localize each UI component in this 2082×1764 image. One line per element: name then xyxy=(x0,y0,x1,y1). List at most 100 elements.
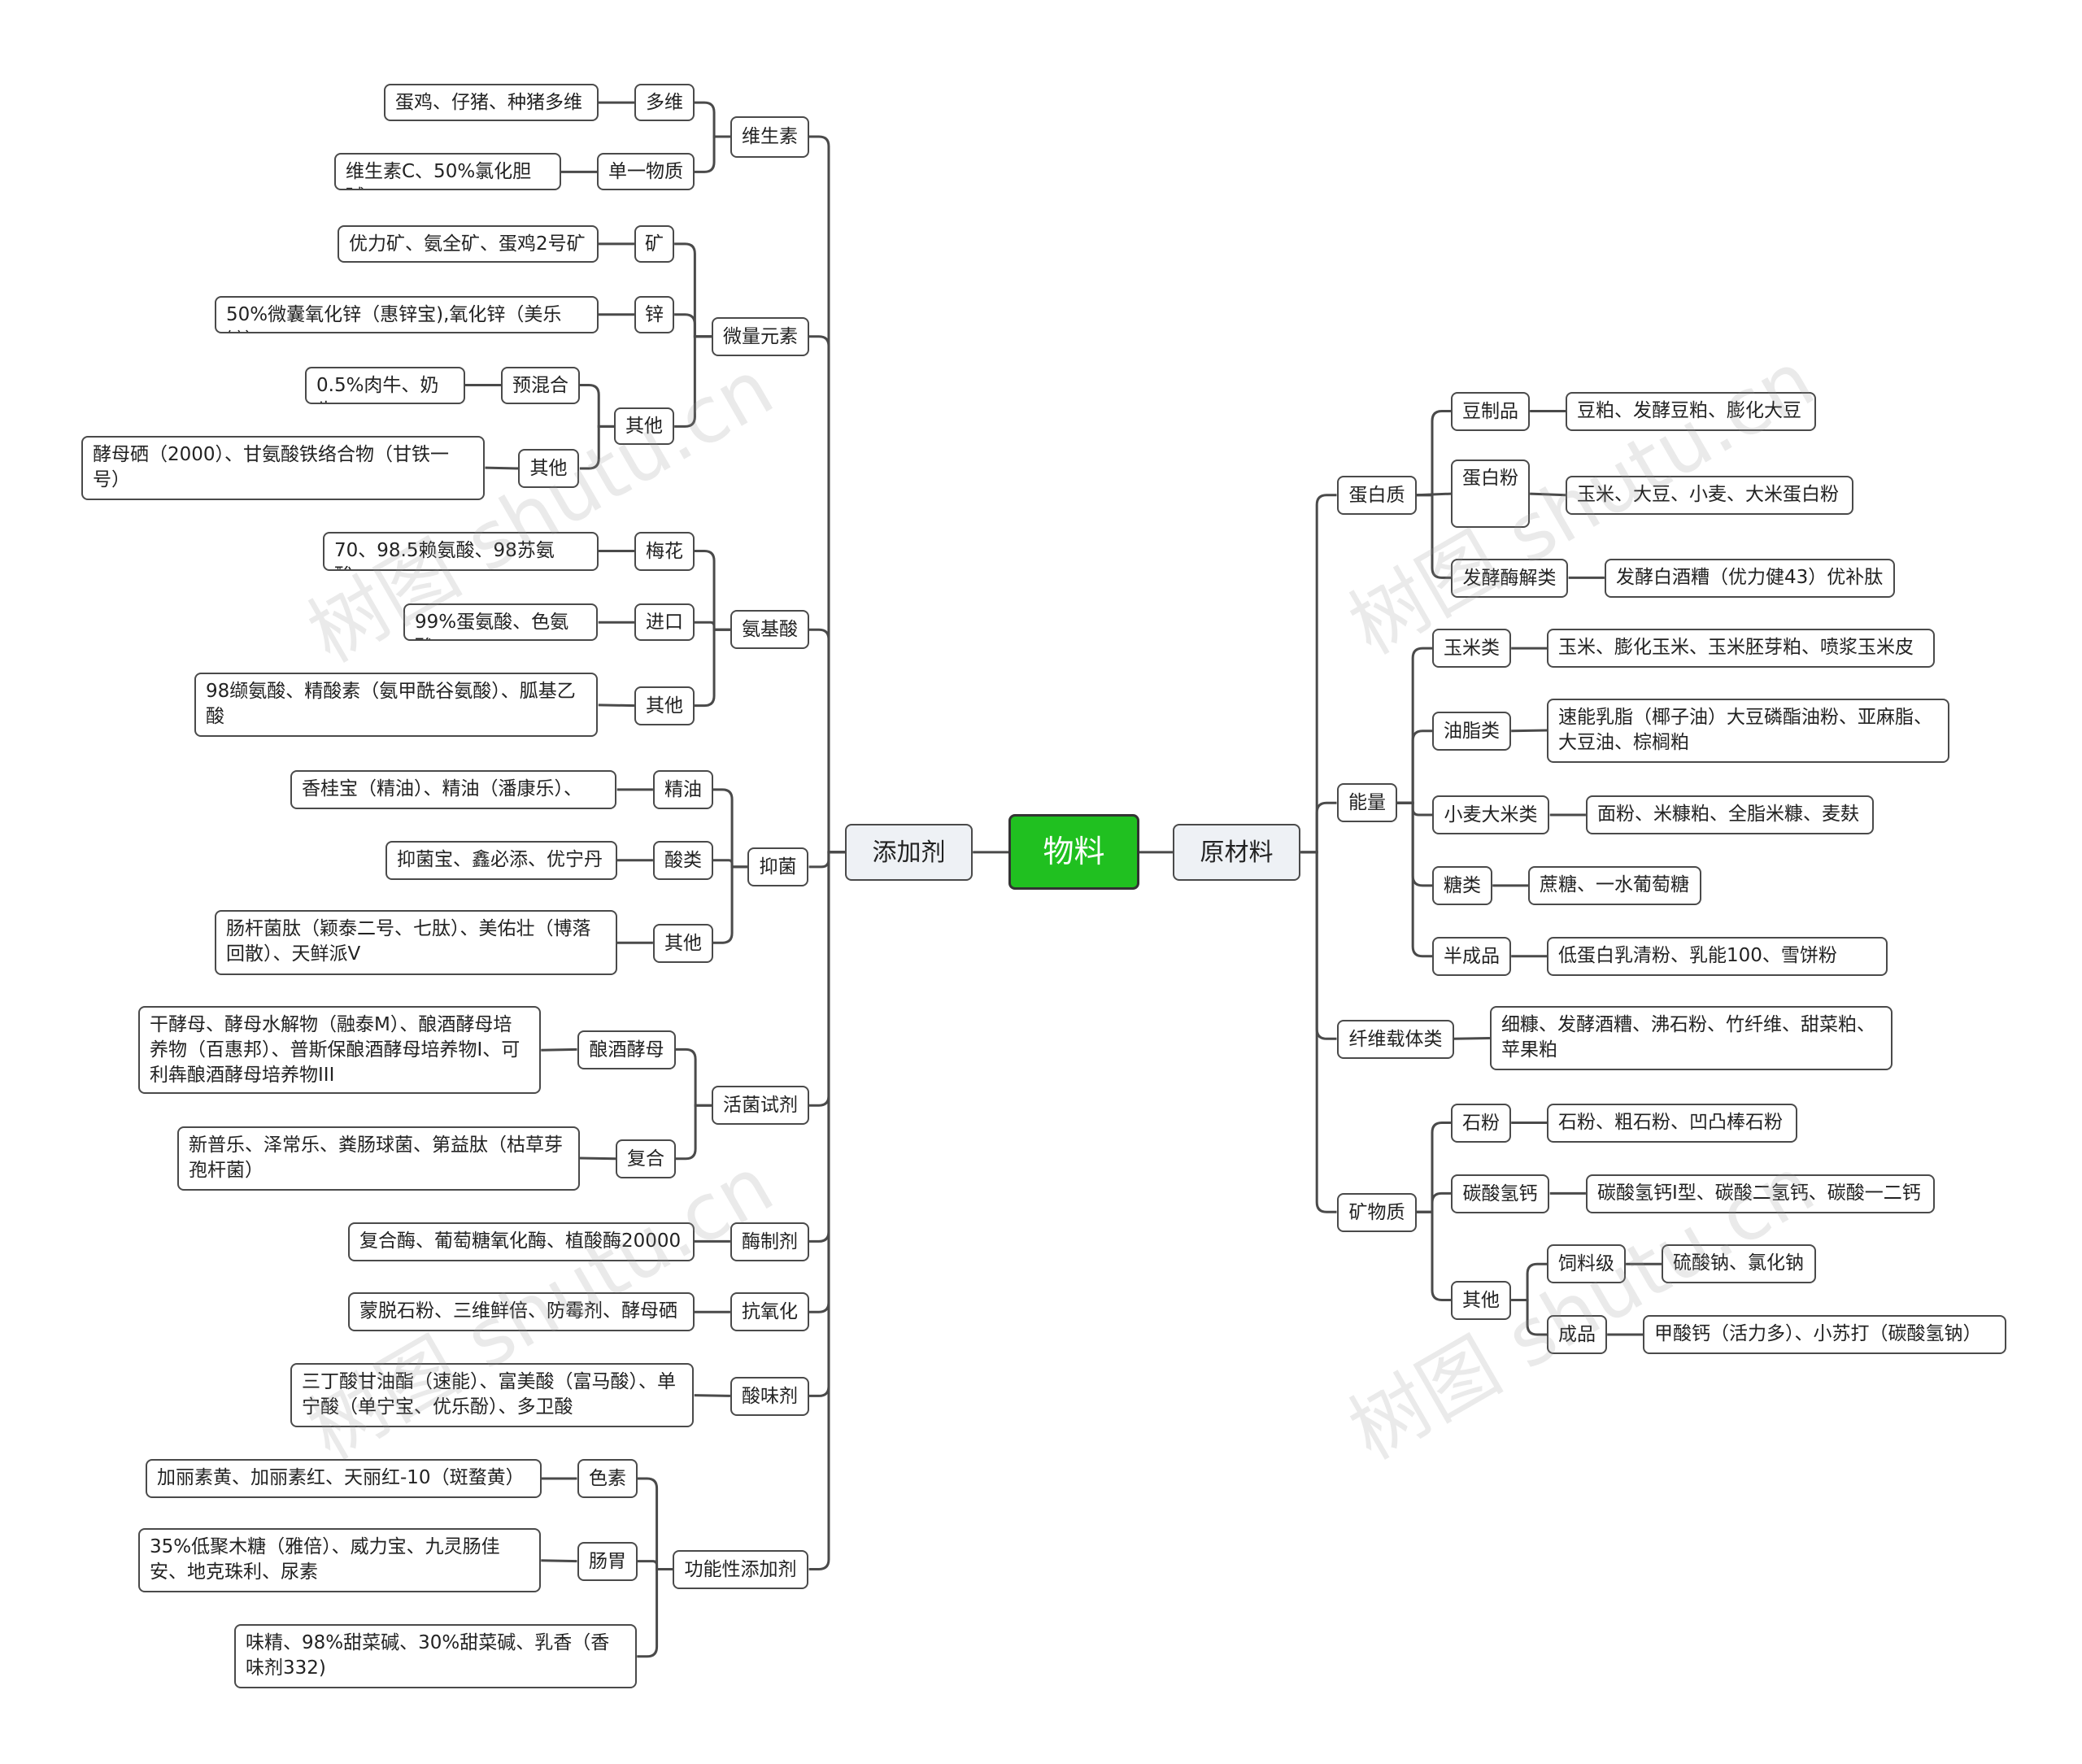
leaf-corn[interactable]: 玉米、膨化玉米、玉米胚芽粕、喷浆玉米皮 xyxy=(1547,629,1935,668)
node-feed-grade[interactable]: 饲料级 xyxy=(1547,1244,1626,1283)
connector xyxy=(1396,801,1433,958)
branch-additives[interactable]: 添加剂 xyxy=(845,824,973,881)
node-vitamins[interactable]: 维生素 xyxy=(730,116,809,158)
connector xyxy=(675,1104,712,1161)
node-multivitamin[interactable]: 多维 xyxy=(634,84,695,121)
leaf-soy-products[interactable]: 豆粕、发酵豆粕、膨化大豆 xyxy=(1566,392,1816,431)
connector xyxy=(712,859,748,869)
node-amino-other[interactable]: 其他 xyxy=(634,686,695,725)
node-energy[interactable]: 能量 xyxy=(1337,783,1397,822)
leaf-antioxidant[interactable]: 蒙脱石粉、三维鲜倍、防霉剂、酵母硒 xyxy=(348,1292,695,1331)
leaf-semi-finished[interactable]: 低蛋白乳清粉、乳能100、雪饼粉 xyxy=(1547,937,1888,976)
node-minerals[interactable]: 矿物质 xyxy=(1337,1193,1417,1232)
node-premix[interactable]: 预混合 xyxy=(501,367,580,404)
node-yeast[interactable]: 酿酒酵母 xyxy=(577,1030,676,1069)
node-corn[interactable]: 玉米类 xyxy=(1432,629,1511,668)
branch-raw-materials[interactable]: 原材料 xyxy=(1173,824,1300,881)
leaf-antibacterial-other[interactable]: 肠杆菌肽（颖泰二号、七肽）、美佑壮（博落回散）、天鲜派V xyxy=(215,910,617,975)
connector xyxy=(808,851,845,1397)
leaf-sugars[interactable]: 蔗糖、一水葡萄糖 xyxy=(1528,866,1701,905)
node-trace-elements[interactable]: 微量元素 xyxy=(712,317,809,356)
connector xyxy=(694,621,730,631)
node-acids[interactable]: 酸类 xyxy=(653,841,713,880)
node-compound[interactable]: 复合 xyxy=(616,1139,676,1178)
connector xyxy=(1416,1210,1452,1301)
connector xyxy=(637,1477,673,1570)
node-imported[interactable]: 进口 xyxy=(634,603,695,641)
node-probiotics[interactable]: 活菌试剂 xyxy=(712,1086,809,1125)
leaf-protein-powder[interactable]: 玉米、大豆、小麦、大米蛋白粉 xyxy=(1566,476,1853,515)
node-fiber-carrier[interactable]: 纤维载体类 xyxy=(1337,1020,1454,1059)
node-essential-oil[interactable]: 精油 xyxy=(653,770,713,809)
leaf-fermented[interactable]: 发酵白酒糟（优力健43）优补肽 xyxy=(1605,559,1895,598)
leaf-feed-grade[interactable]: 硫酸钠、氯化钠 xyxy=(1662,1244,1816,1283)
node-wheat-rice[interactable]: 小麦大米类 xyxy=(1432,795,1549,834)
node-antibacterial-other[interactable]: 其他 xyxy=(653,924,713,963)
leaf-fats[interactable]: 速能乳脂（椰子油）大豆磷酯油粉、亚麻脂、大豆油、棕榈粕 xyxy=(1547,699,1949,763)
node-amino-acids[interactable]: 氨基酸 xyxy=(730,610,809,649)
node-gut[interactable]: 肠胃 xyxy=(577,1542,638,1581)
leaf-flavor[interactable]: 味精、98%甜菜碱、30%甜菜碱、乳香（香味剂332) xyxy=(234,1624,637,1688)
connector xyxy=(1300,851,1337,1040)
leaf-yeast[interactable]: 干酵母、酵母水解物（融泰M）、酿酒酵母培养物（百惠邦）、普斯保酿酒酵母培养物I、… xyxy=(138,1006,541,1094)
node-sugars[interactable]: 糖类 xyxy=(1432,866,1492,905)
connector xyxy=(694,628,730,708)
leaf-essential-oil[interactable]: 香桂宝（精油）、精油（潘康乐）、 xyxy=(290,770,616,809)
node-pigment[interactable]: 色素 xyxy=(577,1459,638,1498)
leaf-compound[interactable]: 新普乐、泽常乐、粪肠球菌、第益肽（枯草芽孢杆菌） xyxy=(177,1126,580,1191)
node-trace-other-other[interactable]: 其他 xyxy=(518,449,579,488)
leaf-imported[interactable]: 99%蛋氨酸、色氨酸 xyxy=(403,603,598,641)
leaf-acidifier[interactable]: 三丁酸甘油酯（速能）、富美酸（富马酸）、单宁酸（单宁宝、优乐酚）、多卫酸 xyxy=(290,1363,694,1427)
connector xyxy=(579,384,615,428)
leaf-limestone[interactable]: 石粉、粗石粉、凹凸棒石粉 xyxy=(1547,1104,1797,1143)
node-antioxidant[interactable]: 抗氧化 xyxy=(730,1292,809,1331)
node-meihua[interactable]: 梅花 xyxy=(634,532,695,571)
leaf-wheat-rice[interactable]: 面粉、米糠粕、全脂米糠、麦麸 xyxy=(1586,795,1874,834)
node-semi-finished[interactable]: 半成品 xyxy=(1432,937,1511,976)
connector xyxy=(808,851,845,1313)
node-protein[interactable]: 蛋白质 xyxy=(1337,476,1417,515)
node-soy-products[interactable]: 豆制品 xyxy=(1451,392,1530,431)
leaf-gut[interactable]: 35%低聚木糖（雅倍）、威力宝、九灵肠佳安、地克珠利、尿素 xyxy=(138,1528,541,1592)
leaf-mineral[interactable]: 优力矿、氨全矿、蛋鸡2号矿 xyxy=(338,225,599,263)
connector xyxy=(808,335,845,854)
leaf-multivitamin[interactable]: 蛋鸡、仔猪、种猪多维 xyxy=(384,84,599,121)
node-finished-product[interactable]: 成品 xyxy=(1547,1315,1607,1354)
leaf-calcium-phosphate[interactable]: 碳酸氢钙I型、碳酸二氢钙、碳酸一二钙 xyxy=(1586,1174,1935,1213)
connector xyxy=(1453,1036,1490,1040)
connector xyxy=(541,1048,577,1052)
connector xyxy=(1416,410,1452,497)
leaf-amino-other[interactable]: 98缬氨酸、精酸素（氨甲酰谷氨酸）、胍基乙酸 xyxy=(194,673,598,737)
leaf-enzymes[interactable]: 复合酶、葡萄糖氧化酶、植酸酶20000 xyxy=(348,1222,695,1261)
node-single-substance[interactable]: 单一物质 xyxy=(597,153,695,190)
connector xyxy=(712,865,748,944)
leaf-single-substance[interactable]: 维生素C、50%氯化胆碱 xyxy=(334,153,561,190)
leaf-premix[interactable]: 0.5%肉牛、奶牛 xyxy=(305,367,465,404)
node-antibacterial[interactable]: 抑菌 xyxy=(747,847,808,886)
leaf-meihua[interactable]: 70、98.5赖氨酸、98苏氨酸、 xyxy=(323,532,599,571)
node-mineral[interactable]: 矿 xyxy=(634,225,674,263)
node-trace-other[interactable]: 其他 xyxy=(614,407,674,445)
node-calcium-phosphate[interactable]: 碳酸氢钙 xyxy=(1451,1174,1549,1213)
node-limestone[interactable]: 石粉 xyxy=(1451,1104,1511,1143)
leaf-acids[interactable]: 抑菌宝、鑫必添、优宁丹 xyxy=(385,841,617,880)
node-minerals-other[interactable]: 其他 xyxy=(1451,1281,1511,1320)
leaf-pigment[interactable]: 加丽素黄、加丽素红、天丽红-10（斑蝥黄） xyxy=(146,1459,542,1498)
node-fermented[interactable]: 发酵酶解类 xyxy=(1451,559,1568,598)
node-enzymes[interactable]: 酶制剂 xyxy=(730,1222,809,1261)
connector xyxy=(674,335,712,428)
node-fats[interactable]: 油脂类 xyxy=(1432,712,1511,751)
node-acidifier[interactable]: 酸味剂 xyxy=(730,1377,809,1416)
connector xyxy=(808,135,845,854)
leaf-fiber-carrier[interactable]: 细糠、发酵酒糟、沸石粉、竹纤维、甜菜粕、苹果粕 xyxy=(1490,1006,1893,1070)
root-node[interactable]: 物料 xyxy=(1008,814,1139,890)
leaf-zinc[interactable]: 50%微囊氧化锌（惠锌宝),氧化锌（美乐锌） xyxy=(215,296,599,333)
connector xyxy=(1416,494,1452,579)
node-protein-powder[interactable]: 蛋白粉 xyxy=(1451,460,1530,528)
node-functional-additives[interactable]: 功能性添加剂 xyxy=(673,1550,808,1589)
node-zinc[interactable]: 锌 xyxy=(634,296,674,333)
leaf-finished-product[interactable]: 甲酸钙（活力多）、小苏打（碳酸氢钠） xyxy=(1643,1315,2006,1354)
leaf-trace-other-other[interactable]: 酵母硒（2000）、甘氨酸铁络合物（甘铁一号） xyxy=(81,436,485,500)
